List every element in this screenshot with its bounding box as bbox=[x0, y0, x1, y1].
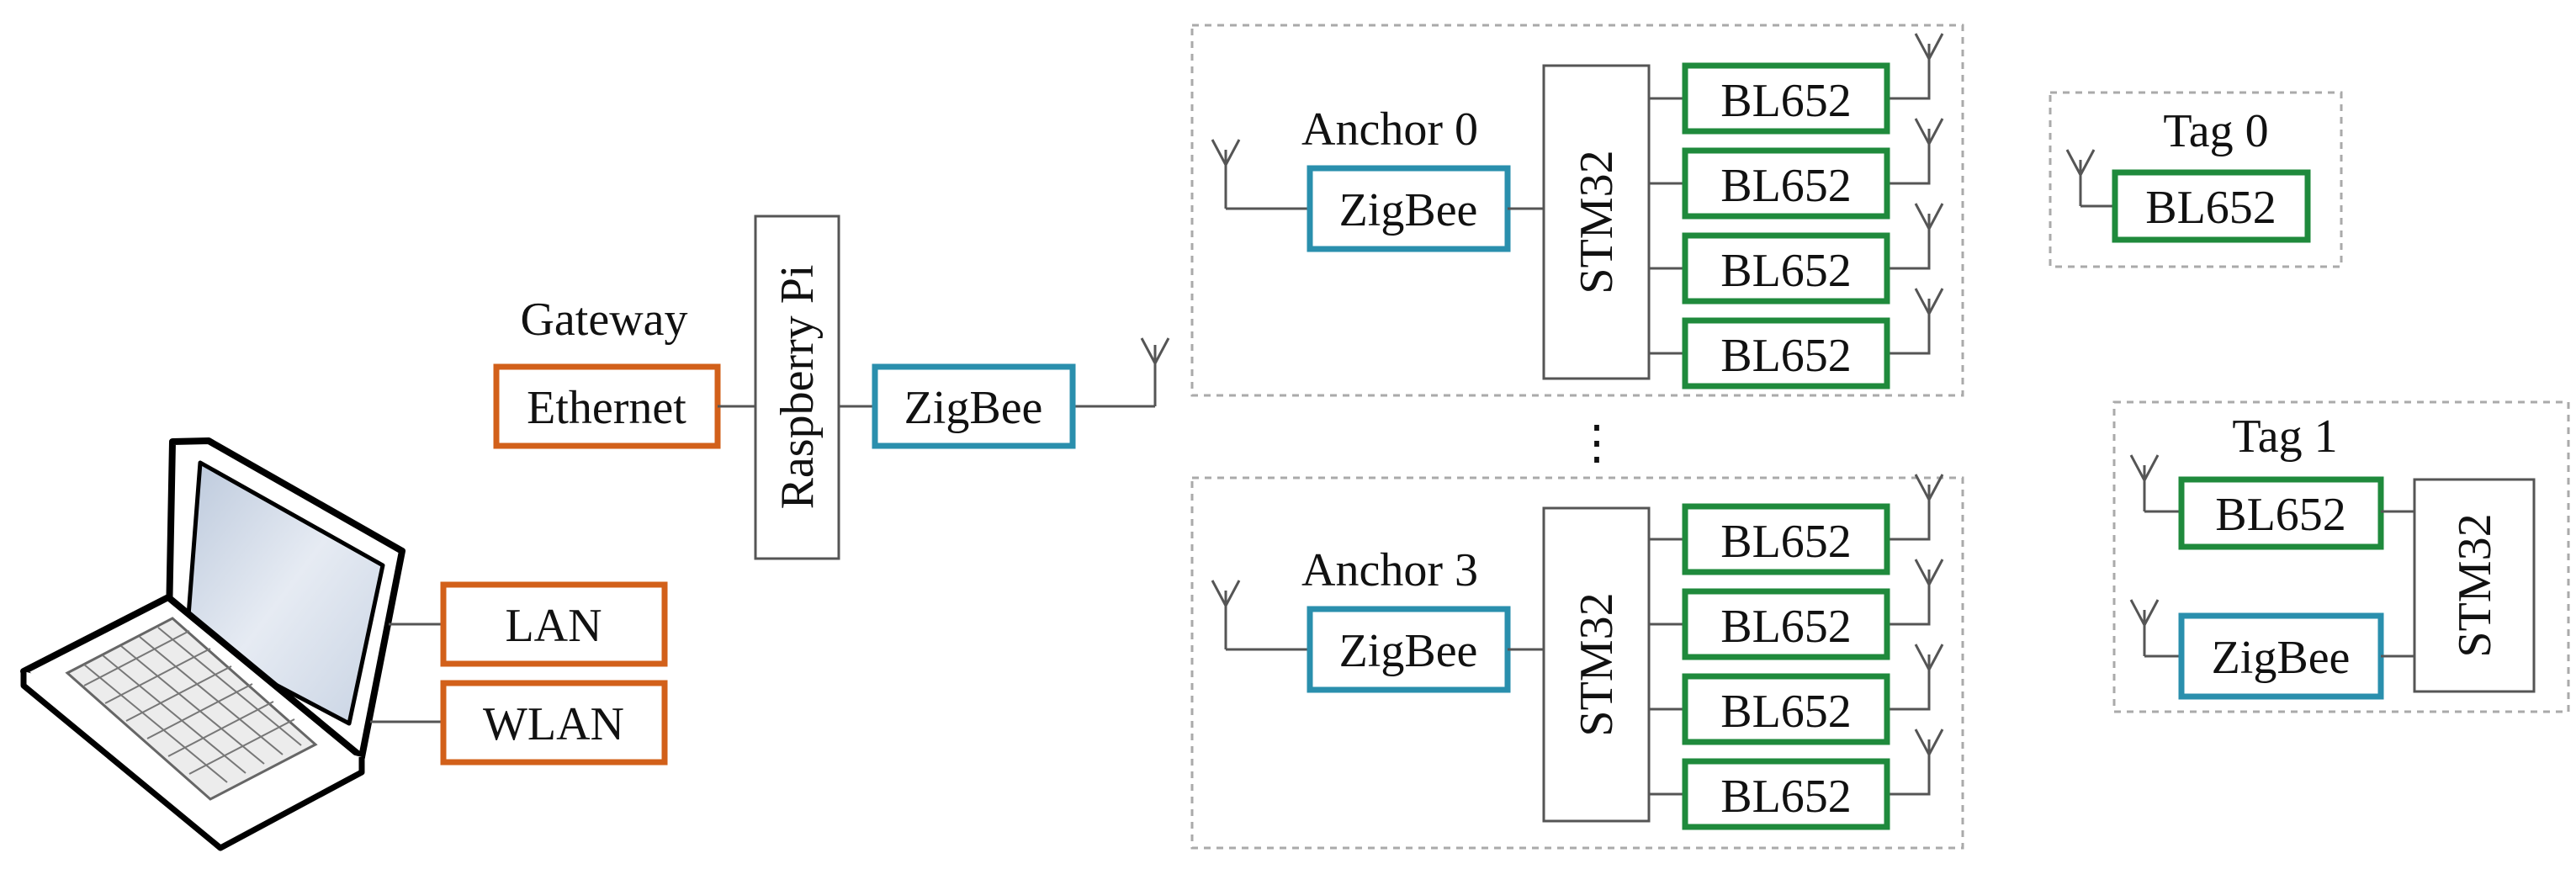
tag-0-radio: BL652 bbox=[2145, 182, 2277, 234]
anchor-0-radio-2: BL652 bbox=[1720, 245, 1852, 297]
raspberry-pi-label: Raspberry Pi bbox=[771, 265, 824, 510]
anchor-3-zigbee-label: ZigBee bbox=[1339, 625, 1478, 677]
raspberry-pi-box: Raspberry Pi bbox=[754, 215, 840, 560]
lan-label: LAN bbox=[505, 600, 602, 652]
tag-1-group: Tag 1 BL652 ZigBee STM32 bbox=[2112, 400, 2570, 713]
ethernet-box: Ethernet bbox=[493, 363, 721, 449]
anchor-0-radio-0: BL652 bbox=[1720, 75, 1852, 127]
anchor-0-radio-3: BL652 bbox=[1720, 330, 1852, 382]
tag-0-title: Tag 0 bbox=[2163, 105, 2268, 157]
anchor-3-title: Anchor 3 bbox=[1301, 544, 1478, 596]
tag-1-mcu-label: STM32 bbox=[2449, 513, 2501, 657]
tag-1-zigbee-label: ZigBee bbox=[2212, 632, 2351, 684]
laptop-icon bbox=[20, 437, 405, 851]
antenna-icon bbox=[2129, 454, 2181, 513]
anchor-0-mcu-label: STM32 bbox=[1571, 150, 1623, 294]
antenna-icon bbox=[2065, 149, 2115, 208]
anchor-3-radio-2: BL652 bbox=[1720, 686, 1852, 738]
anchor-3-radio-1: BL652 bbox=[1720, 601, 1852, 653]
ethernet-label: Ethernet bbox=[527, 382, 686, 434]
tag-1-radio: BL652 bbox=[2215, 489, 2346, 541]
wlan-label: WLAN bbox=[483, 698, 624, 750]
laptop-connections bbox=[370, 623, 443, 723]
anchor-3-radio-3: BL652 bbox=[1720, 771, 1852, 823]
tag-0-group: Tag 0 BL652 bbox=[2049, 91, 2343, 268]
lan-box: LAN bbox=[440, 581, 668, 667]
anchor-3-radio-0: BL652 bbox=[1720, 516, 1852, 568]
antenna-icon bbox=[2129, 599, 2181, 658]
gateway-zigbee-box: ZigBee bbox=[872, 363, 1076, 449]
anchor-0-zigbee-label: ZigBee bbox=[1339, 184, 1478, 236]
tag-1-title: Tag 1 bbox=[2232, 411, 2337, 463]
anchor-0-radio-1: BL652 bbox=[1720, 160, 1852, 212]
wlan-box: WLAN bbox=[440, 680, 668, 766]
gateway-title: Gateway bbox=[520, 294, 687, 346]
antenna-icon bbox=[1211, 580, 1310, 651]
antenna-icon bbox=[1211, 139, 1310, 210]
anchor-0-title: Anchor 0 bbox=[1301, 103, 1478, 156]
antenna-icon bbox=[1140, 337, 1170, 406]
anchor-3-mcu-label: STM32 bbox=[1571, 592, 1623, 736]
gateway-zigbee-label: ZigBee bbox=[904, 382, 1043, 434]
anchor-3-group: Anchor 3 ZigBee STM32 BL652 BL652 BL652 … bbox=[1190, 474, 1964, 850]
anchor-ellipsis: ⋮ bbox=[1573, 417, 1620, 469]
anchor-0-group: Anchor 0 ZigBee STM32 BL652 BL652 BL652 … bbox=[1190, 24, 1964, 397]
